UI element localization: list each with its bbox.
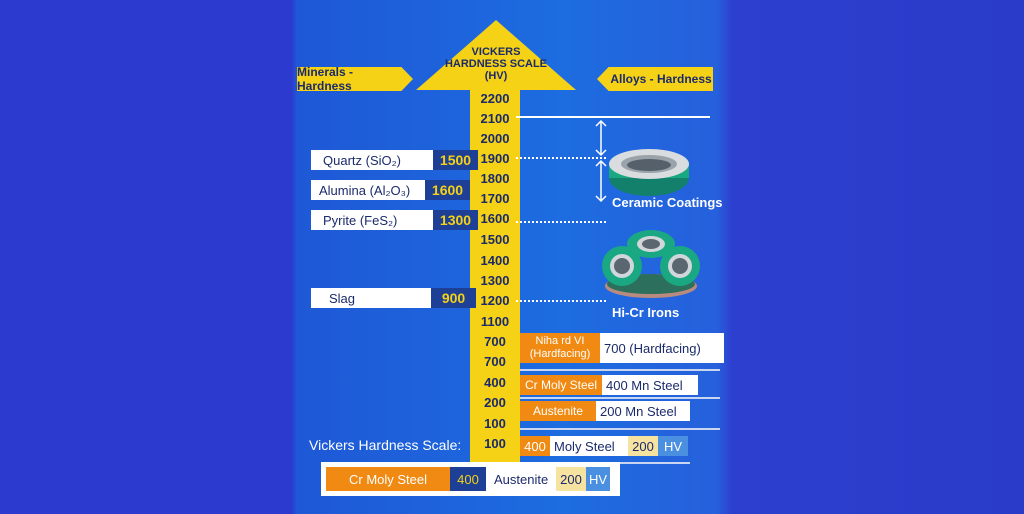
- scale-shaft: [470, 86, 520, 466]
- scale-tick: 1900: [480, 151, 510, 166]
- alloy-row-nihard: Niha rd VI (Hardfacing) 700 (Hardfacing): [520, 333, 724, 363]
- bottom-unit: HV: [586, 467, 610, 491]
- mineral-quartz: Quartz (SiO₂) 1500: [311, 150, 478, 170]
- bottom-alloy-2: Austenite: [486, 467, 556, 491]
- scale-tick: 1600: [480, 211, 510, 226]
- minerals-hardness-label: Minerals - Hardness: [297, 65, 354, 93]
- mineral-alumina: Alumina (Al₂O₃) 1600: [311, 180, 470, 200]
- divider-line: [520, 428, 720, 430]
- divider-line: [520, 397, 720, 399]
- scale-tick: 2200: [480, 91, 510, 106]
- alloy-row-austenite: Austenite 200 Mn Steel: [520, 401, 690, 421]
- mineral-slag: Slag 900: [311, 288, 476, 308]
- scale-tick: 700: [484, 334, 506, 349]
- mineral-pyrite: Pyrite (FeS₂) 1300: [311, 210, 478, 230]
- mineral-name: Slag: [311, 288, 431, 308]
- bottom-row: Cr Moly Steel 400 Austenite 200 HV: [326, 467, 610, 491]
- scale-tick: 700: [484, 354, 506, 369]
- bottom-value-1: 400: [450, 467, 486, 491]
- alloys-hardness-tag: Alloys - Hardness: [597, 67, 713, 91]
- hi-cr-iron-wheels-icon: [602, 230, 700, 298]
- scale-tick: 1500: [480, 232, 510, 247]
- alloy-tag: Austenite: [520, 401, 596, 421]
- alloy-tag: Niha rd VI (Hardfacing): [520, 333, 600, 363]
- hi-cr-irons-label: Hi-Cr Irons: [612, 305, 680, 320]
- alloy-desc: 700 (Hardfacing): [600, 333, 724, 363]
- guide-line: [516, 116, 710, 118]
- scale-tick: 1100: [480, 314, 510, 329]
- minerals-hardness-tag: Minerals - Hardness: [297, 67, 413, 91]
- scale-title-line: (HV): [484, 70, 508, 82]
- vickers-values-row: 400 Moly Steel 200 HV: [520, 436, 688, 456]
- guide-line: [516, 221, 606, 223]
- alloys-hardness-label: Alloys - Hardness: [610, 72, 712, 86]
- scale-tick: 100: [484, 416, 506, 431]
- mineral-value: 1600: [425, 180, 470, 200]
- scale-tick: 200: [484, 395, 506, 410]
- vickers-unit: HV: [658, 436, 688, 456]
- scale-tick: 100: [484, 436, 506, 451]
- mineral-name: Alumina (Al₂O₃): [311, 180, 425, 200]
- divider-line: [520, 369, 720, 371]
- ceramic-coatings-label: Ceramic Coatings: [612, 195, 723, 210]
- scale-tick: 1400: [480, 253, 510, 268]
- scale-tick: 400: [484, 375, 506, 390]
- bottom-alloy-1: Cr Moly Steel: [326, 467, 450, 491]
- guide-line: [516, 300, 606, 302]
- guide-line: [516, 157, 606, 159]
- mineral-name: Pyrite (FeS₂): [311, 210, 433, 230]
- alloy-tag: Cr Moly Steel: [520, 375, 602, 395]
- bottom-value-2: 200: [556, 467, 586, 491]
- scale-title-line: VICKERS: [471, 46, 521, 58]
- alloy-desc: 400 Mn Steel: [602, 375, 698, 395]
- scale-tick: 1200: [480, 293, 510, 308]
- ceramic-coating-ring-icon: [609, 149, 689, 196]
- vickers-value-1: 400: [520, 436, 550, 456]
- scale-title-line: HARDNESS SCALE: [444, 58, 548, 70]
- vickers-alloy-name: Moly Steel: [550, 436, 628, 456]
- scale-tick: 1300: [480, 273, 510, 288]
- scale-tick: 1700: [480, 191, 510, 206]
- vickers-scale-label: Vickers Hardness Scale:: [309, 437, 462, 453]
- mineral-value: 1500: [433, 150, 478, 170]
- range-arrow-icon: [595, 119, 607, 203]
- alloy-desc: 200 Mn Steel: [596, 401, 690, 421]
- scale-tick: 1800: [480, 171, 510, 186]
- scale-title: VICKERS HARDNESS SCALE (HV): [436, 46, 556, 82]
- mineral-value: 900: [431, 288, 476, 308]
- scale-tick: 2000: [480, 131, 510, 146]
- scale-tick: 2100: [480, 111, 510, 126]
- mineral-value: 1300: [433, 210, 478, 230]
- mineral-name: Quartz (SiO₂): [311, 150, 433, 170]
- vickers-value-2: 200: [628, 436, 658, 456]
- alloy-row-crmoly: Cr Moly Steel 400 Mn Steel: [520, 375, 698, 395]
